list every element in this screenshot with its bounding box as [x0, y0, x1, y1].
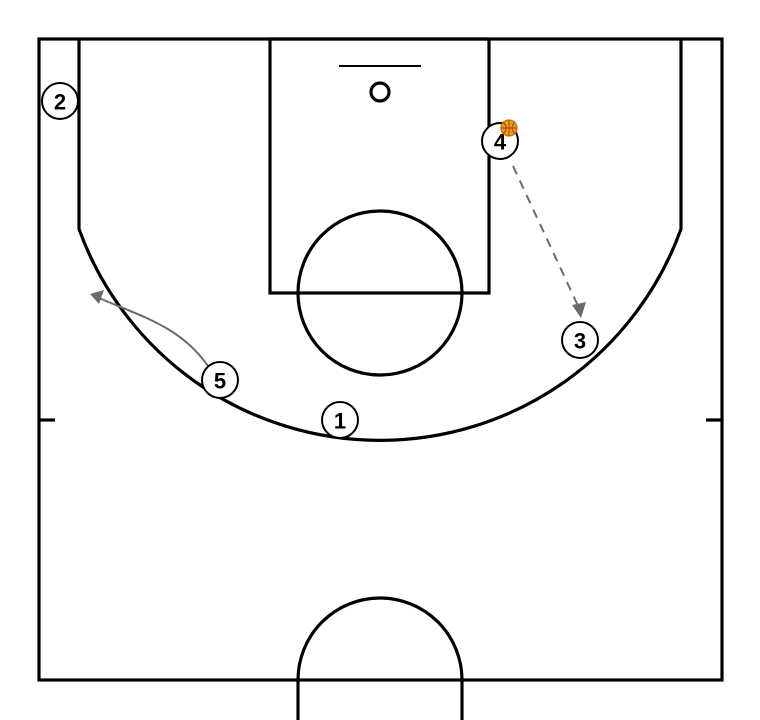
- player-3[interactable]: 3: [561, 321, 599, 359]
- three-point-line: [77, 39, 683, 442]
- center-circle-lower: [296, 680, 464, 720]
- free-throw-circle: [296, 209, 464, 377]
- player-2-label: 2: [54, 90, 66, 115]
- basketball-icon: [500, 119, 518, 137]
- court-boundary: [37, 37, 724, 682]
- pass-arrowhead: [572, 302, 586, 318]
- rim: [369, 81, 391, 103]
- center-circle: [296, 596, 464, 681]
- player-3-label: 3: [574, 329, 586, 354]
- player-1-label: 1: [334, 409, 346, 434]
- cut-path-5: [98, 297, 209, 367]
- player-2[interactable]: 2: [41, 82, 79, 120]
- player-5-label: 5: [214, 369, 226, 394]
- paint-key: [268, 37, 491, 295]
- player-4-label: 4: [494, 130, 507, 155]
- player-1[interactable]: 1: [321, 401, 359, 439]
- cut-arrowhead: [90, 290, 104, 304]
- player-5[interactable]: 5: [201, 361, 239, 399]
- pass-arrow-4-to-3: [512, 165, 580, 309]
